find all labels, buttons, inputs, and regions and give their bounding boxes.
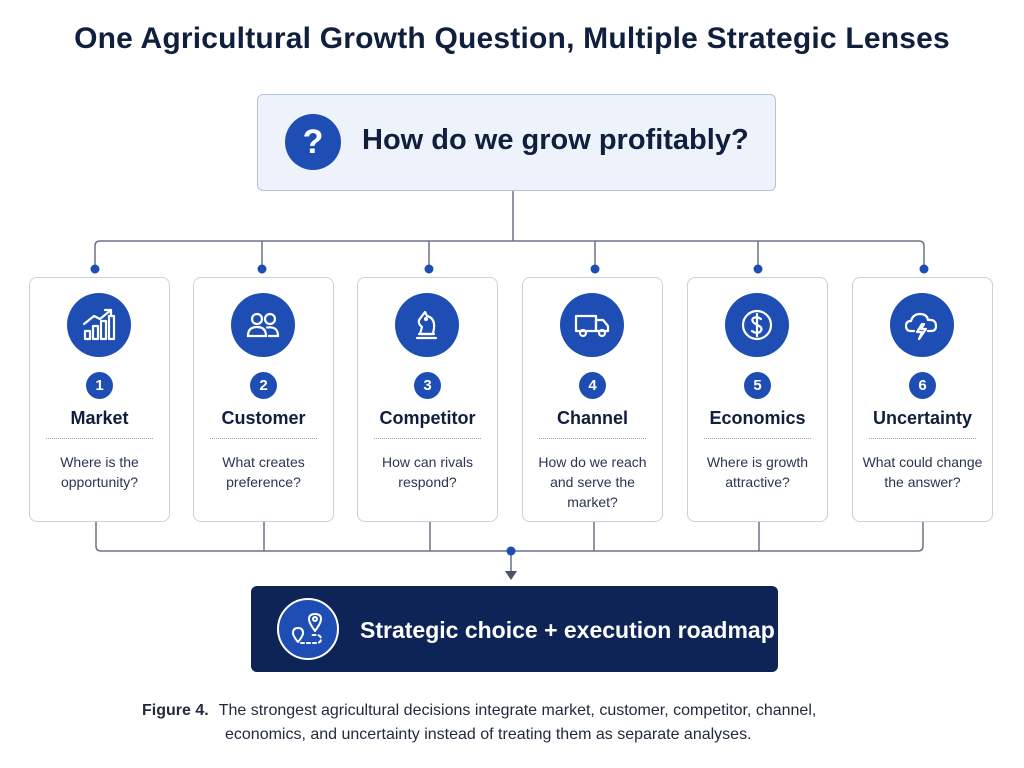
lens-question: Where is growth attractive? xyxy=(706,454,809,490)
question-mark-icon: ? xyxy=(285,114,341,170)
lens-question: What creates preference? xyxy=(222,454,305,490)
lens-name: Uncertainty xyxy=(872,408,973,428)
dotted-divider xyxy=(539,438,646,439)
storm-cloud-icon xyxy=(890,293,954,357)
lens-number: 6 xyxy=(909,372,936,399)
route-map-icon xyxy=(277,598,339,660)
central-question-text: How do we grow profitably? xyxy=(362,124,749,156)
connector-node xyxy=(506,546,516,556)
dotted-divider xyxy=(704,438,811,439)
dotted-divider xyxy=(374,438,481,439)
figure-caption: Figure 4. The strongest agricultural deci… xyxy=(142,699,902,747)
connector-node xyxy=(257,264,267,274)
lens-question: Where is the opportunity? xyxy=(60,454,139,490)
lens-card-competitor: 3 Competitor How can rivals respond? xyxy=(357,277,498,522)
chess-knight-icon xyxy=(395,293,459,357)
lens-question: How can rivals respond? xyxy=(381,454,474,490)
lens-question: What could change the answer? xyxy=(862,454,983,490)
lens-number: 1 xyxy=(86,372,113,399)
diagram-title: One Agricultural Growth Question, Multip… xyxy=(74,22,950,55)
lens-number: 5 xyxy=(744,372,771,399)
caption-label: Figure 4. xyxy=(142,702,209,719)
connector-node xyxy=(424,264,434,274)
lens-number: 3 xyxy=(414,372,441,399)
lens-name: Market xyxy=(70,408,129,428)
dotted-divider xyxy=(869,438,976,439)
lens-card-market: 1 Market Where is the opportunity? xyxy=(29,277,170,522)
lens-number: 4 xyxy=(579,372,606,399)
central-question-box xyxy=(257,94,776,191)
lens-card-uncertainty: 6 Uncertainty What could change the answ… xyxy=(852,277,993,522)
lens-name: Customer xyxy=(221,408,306,428)
dotted-divider xyxy=(210,438,317,439)
dollar-icon xyxy=(725,293,789,357)
lens-name: Channel xyxy=(556,408,628,428)
growth-chart-icon xyxy=(67,293,131,357)
lens-card-economics: 5 Economics Where is growth attractive? xyxy=(687,277,828,522)
connector-node xyxy=(919,264,929,274)
arrow-down-icon xyxy=(505,571,517,580)
caption-line-2: economics, and uncertainty instead of tr… xyxy=(225,726,752,743)
outcome-text: Strategic choice + execution roadmap xyxy=(360,617,775,643)
people-icon xyxy=(231,293,295,357)
lens-name: Competitor xyxy=(379,408,476,428)
lens-card-channel: 4 Channel How do we reach and serve the … xyxy=(522,277,663,522)
lens-question: How do we reach and serve the market? xyxy=(538,454,647,510)
delivery-truck-icon xyxy=(560,293,624,357)
dotted-divider xyxy=(46,438,153,439)
lens-card-customer: 2 Customer What creates preference? xyxy=(193,277,334,522)
lens-number: 2 xyxy=(250,372,277,399)
caption-line-1: The strongest agricultural decisions int… xyxy=(218,702,817,719)
lens-name: Economics xyxy=(709,408,806,428)
connector-node xyxy=(753,264,763,274)
connector-node xyxy=(590,264,600,274)
connector-node xyxy=(90,264,100,274)
